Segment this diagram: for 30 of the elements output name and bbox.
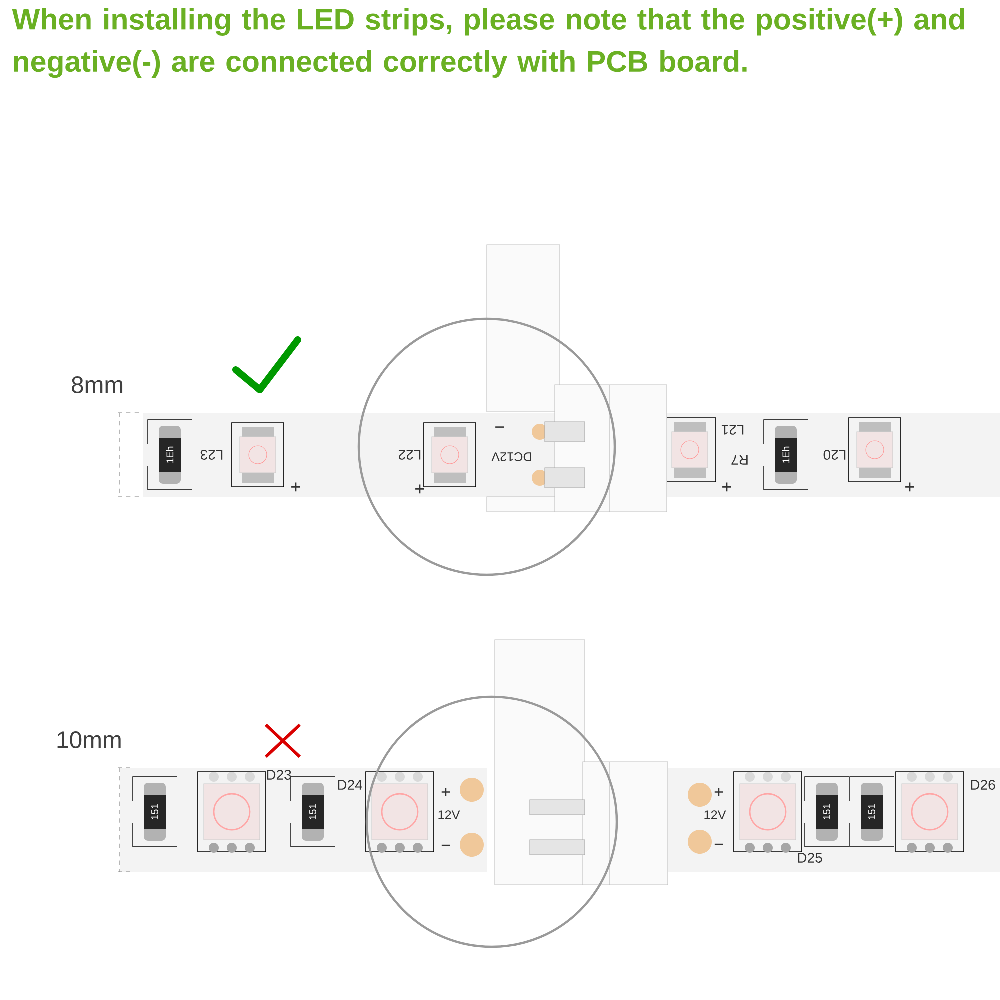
pcb-marking: 12V (438, 810, 460, 820)
pcb-marking: D25 (798, 853, 822, 863)
pcb-marking: − (496, 426, 504, 428)
pcb-marking: − (442, 844, 450, 846)
pcb-marking: 151 (310, 804, 316, 820)
pcb-marking: 1Eh (782, 446, 790, 464)
pcb-marking: 1Eh (166, 446, 174, 464)
pcb-marking: + (714, 788, 724, 796)
dimension-label: 8mm (72, 376, 123, 394)
heading: When installing the LED strips, please note that the positive(+) and negative(-) are connected correctly with PCB board. (12, 8, 964, 78)
pcb-marking: L21 (722, 425, 744, 435)
pcb-marking: 151 (868, 804, 876, 820)
pcb-marking: + (442, 788, 450, 796)
pcb-marking: L23 (200, 450, 223, 460)
pcb-marking: R7 (732, 455, 748, 465)
pcb-marking: + (416, 484, 424, 494)
pcb-marking: − (714, 844, 724, 846)
pcb-marking: + (292, 482, 300, 492)
pcb-marking: 151 (152, 804, 158, 820)
pcb-marking: L20 (824, 450, 846, 460)
pcb-marking: D24 (338, 780, 362, 790)
pcb-marking: + (722, 482, 732, 492)
pcb-marking: D26 (971, 780, 996, 790)
dimension-label: 10mm (58, 732, 121, 748)
pcb-marking: L22 (398, 450, 421, 460)
pcb-marking: D23 (267, 770, 292, 780)
pcb-marking: + (906, 482, 914, 492)
pcb-marking: 151 (824, 804, 830, 820)
pcb-marking: DC12V (492, 452, 532, 462)
pcb-marking: 12V (704, 810, 726, 820)
